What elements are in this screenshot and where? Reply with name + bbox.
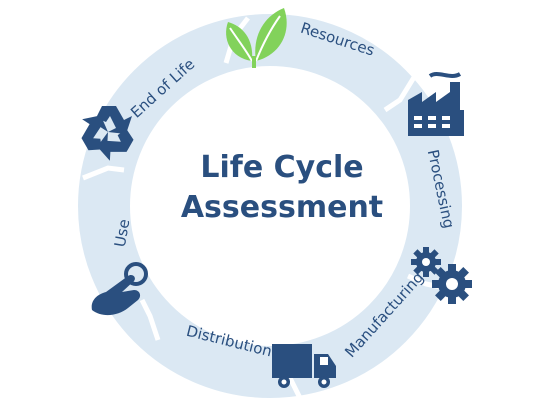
leaf-icon (226, 8, 287, 68)
title-line-1: Life Cycle (200, 150, 364, 185)
title-line-2: Assessment (180, 190, 384, 225)
gears-icon (411, 247, 472, 304)
factory-icon (408, 72, 464, 136)
stage-label-use: Use (111, 218, 134, 249)
diagram-title: Life Cycle Assessment (142, 148, 422, 228)
hand-pointer-icon (91, 262, 148, 316)
recycle-icon (81, 106, 134, 161)
truck-icon (272, 344, 336, 388)
